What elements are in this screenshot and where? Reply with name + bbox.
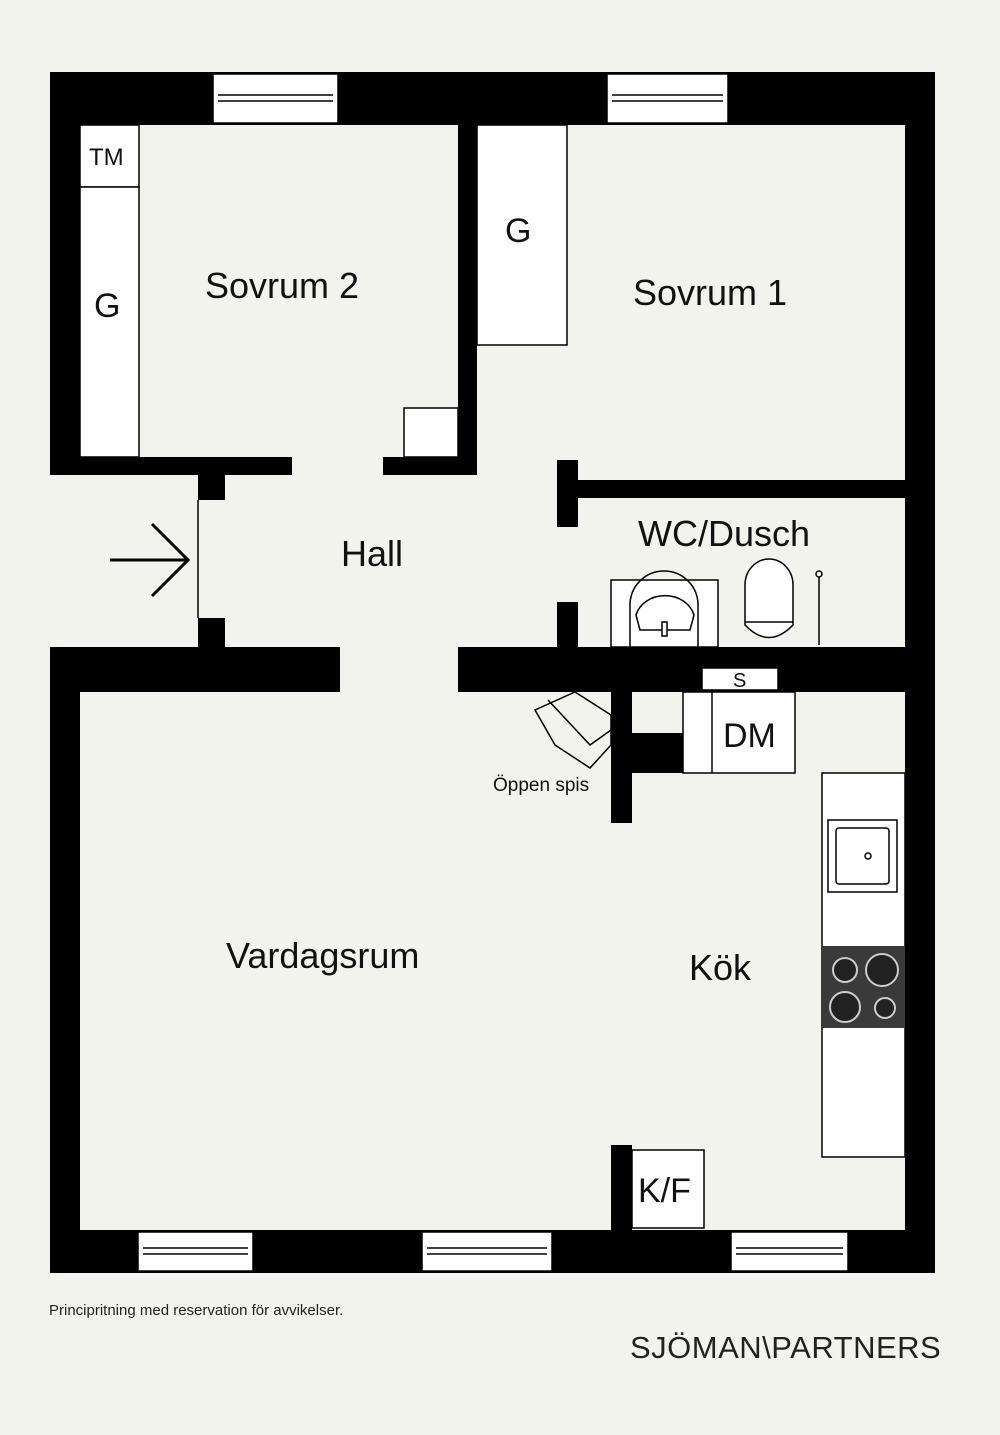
label-fireplace: Öppen spis [493,775,589,796]
windows [137,73,849,1272]
kitchen-counter-top [682,691,796,774]
fridge-freezer [631,1149,705,1229]
label-kf: K/F [638,1172,691,1210]
label-tm: TM [89,144,124,171]
label-s: S [733,670,746,692]
fixtures [79,124,906,1229]
room-label-sovrum1: Sovrum 1 [633,272,787,313]
tm-cabinet [79,124,140,188]
label-g-right: G [505,212,531,250]
fixture-labels: TM G G S DM K/F Öppen spis [89,144,776,1210]
room-label-wc: WC/Dusch [638,513,810,554]
room-label-vardagsrum: Vardagsrum [226,935,419,976]
wardrobe-right [476,124,568,346]
toilet [744,558,794,639]
room-labels: Sovrum 2 Sovrum 1 Hall WC/Dusch Vardagsr… [205,265,810,988]
brand-logo: SJÖMAN\PARTNERS [630,1330,942,1365]
stove [822,946,905,1028]
fireplace [533,691,612,769]
label-g-left: G [94,287,120,325]
label-dm: DM [723,717,776,755]
wardrobe-left [79,186,140,458]
s-box [701,667,779,691]
small-cabinet [403,407,459,458]
entrance-arrow-icon [110,522,191,598]
room-label-sovrum2: Sovrum 2 [205,265,359,306]
room-label-hall: Hall [341,533,403,574]
wc-sink [610,579,719,648]
room-label-kok: Kök [689,947,752,988]
disclaimer-text: Principritning med reservation för avvik… [49,1302,344,1319]
